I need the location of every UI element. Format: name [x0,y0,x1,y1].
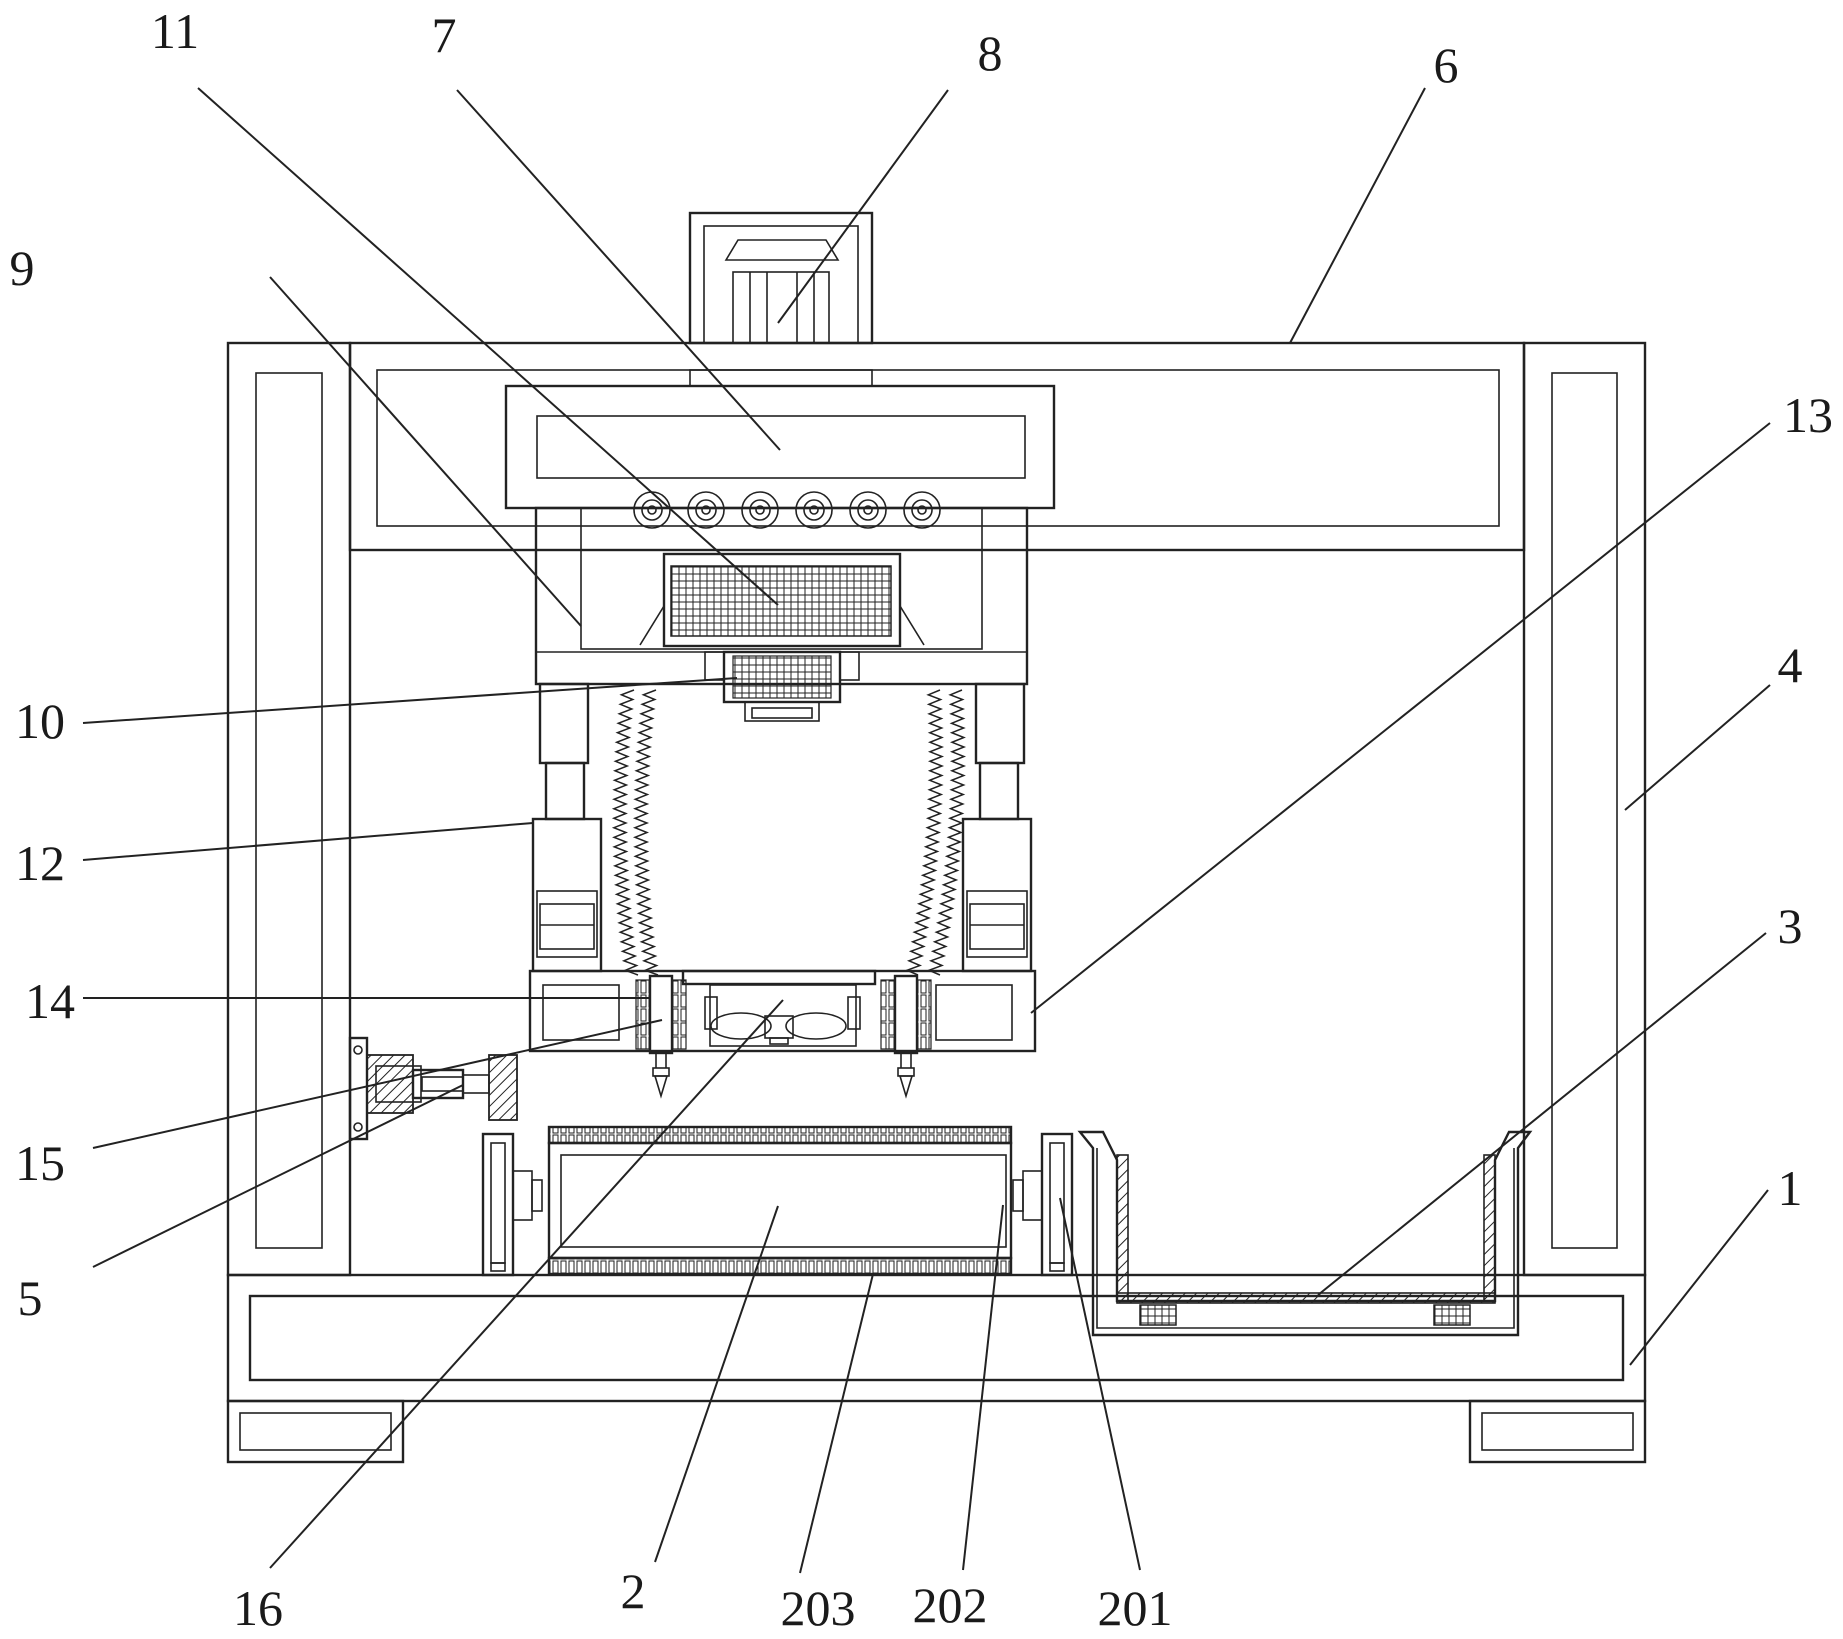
roller-icon [687,491,725,529]
bellows-hose [904,689,945,976]
collection-tray [1077,1130,1533,1337]
roller-icon [647,505,657,515]
sliding-carriage [504,384,1056,510]
leader-9 [269,276,582,627]
bellows-hose [632,689,659,976]
roller-icon [795,491,833,529]
label-14: 14 [25,973,75,1029]
label-3: 3 [1778,898,1803,954]
leader-5 [92,1084,464,1268]
label-1: 1 [1778,1160,1803,1216]
label-4: 4 [1778,637,1803,693]
leader-203 [799,1273,874,1574]
left-foot [226,1399,405,1464]
roller-icon [857,499,879,521]
bellows-hoses [611,689,967,976]
leader-10 [82,677,738,724]
left-column [226,341,352,1277]
roller-icon [695,499,717,521]
conveyor-assembly [481,1125,1074,1277]
roller-icon [903,491,941,529]
label-16: 16 [233,1580,283,1636]
top-beam [348,341,1526,552]
top-motor-housing [688,211,874,387]
label-10: 10 [15,693,65,749]
exhaust-unit [704,650,860,722]
right-column [1522,341,1647,1277]
leader-1 [1629,1189,1769,1366]
leader-lines [82,87,1771,1574]
label-202: 202 [913,1577,988,1633]
bellows-hose [611,689,639,976]
label-11: 11 [151,3,199,59]
right-nozzle [880,974,932,1099]
roller-icon [741,491,779,529]
label-201: 201 [1098,1580,1173,1636]
label-7: 7 [432,7,457,63]
roller-icon [809,505,819,515]
roller-icon [633,491,671,529]
right-foot [1468,1399,1647,1464]
leader-202 [962,1204,1004,1571]
leader-16 [269,999,784,1569]
roller-icon [917,505,927,515]
leader-2 [654,1205,779,1563]
roller-icon [849,491,887,529]
label-13: 13 [1783,387,1833,443]
leader-12 [82,822,534,861]
roller-icon [803,499,825,521]
bellows-hose [926,689,967,976]
label-15: 15 [15,1135,65,1191]
roller-icon [755,505,765,515]
guide-rollers [633,491,941,529]
leader-13 [1030,422,1771,1014]
label-12: 12 [15,835,65,891]
roller-icon [701,505,711,515]
leader-201 [1059,1197,1141,1571]
label-5: 5 [18,1270,43,1326]
reference-labels: 1 2 3 4 5 6 7 8 9 10 11 12 13 14 15 16 2… [10,3,1834,1636]
label-6: 6 [1434,37,1459,93]
label-8: 8 [978,25,1003,81]
roller-icon [863,505,873,515]
left-nozzle [635,974,687,1099]
lower-head [528,969,1037,1053]
label-2: 2 [621,1563,646,1619]
leader-3 [1317,932,1767,1296]
leader-6 [1289,87,1426,344]
side-pusher [348,1036,518,1141]
roller-icon [911,499,933,521]
roller-icon [749,499,771,521]
leader-15 [92,1019,663,1149]
leader-4 [1624,684,1771,811]
roller-icon [641,499,663,521]
leader-7 [456,89,781,451]
label-203: 203 [781,1580,856,1636]
label-9: 9 [10,240,35,296]
right-leg [961,682,1033,973]
filter-box [639,552,925,648]
fan-icon [710,1012,847,1045]
leader-8 [777,89,949,324]
left-leg [531,682,603,973]
leader-11 [197,87,779,606]
